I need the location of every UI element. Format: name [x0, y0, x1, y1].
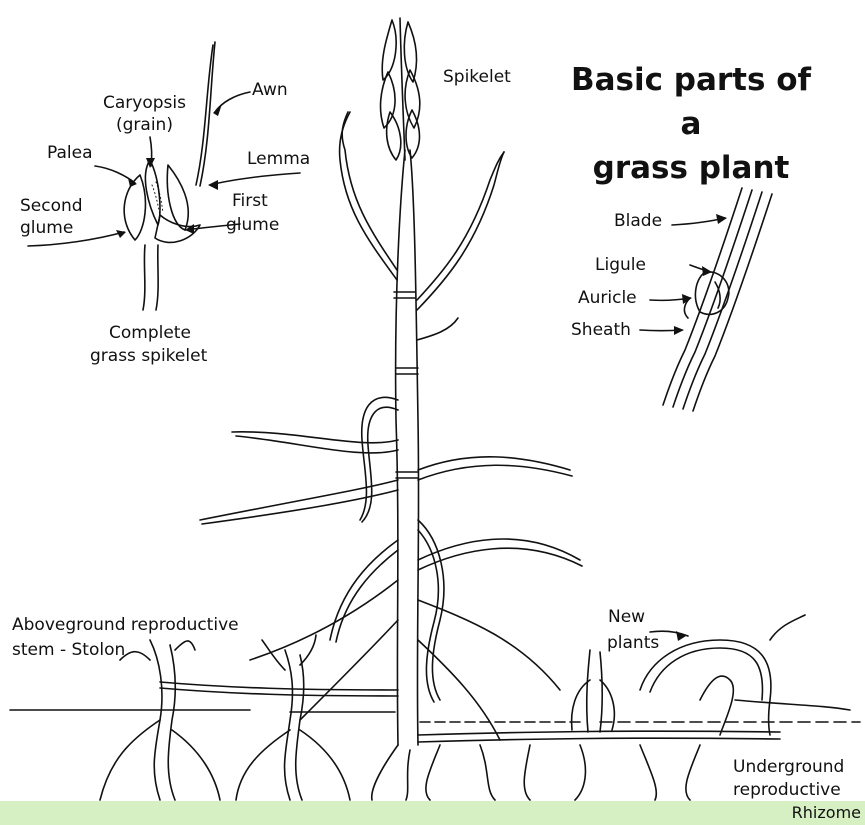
- label-new-plants-line1: New: [608, 607, 645, 628]
- label-complete-spikelet-line2: grass spikelet: [90, 346, 207, 367]
- label-rhizome-line1: Underground: [733, 757, 844, 778]
- diagram-title: Basic parts of a grass plant: [566, 58, 816, 190]
- label-stolon-line2: stem - Stolon: [12, 640, 125, 661]
- label-ligule: Ligule: [595, 255, 646, 276]
- bottom-green-bar: [0, 801, 865, 825]
- stolon-drawing: [100, 635, 398, 800]
- label-first-glume-line1: First: [232, 191, 268, 212]
- label-caryopsis-line2: (grain): [116, 115, 173, 136]
- label-spikelet: Spikelet: [443, 67, 511, 88]
- label-awn: Awn: [252, 80, 288, 101]
- label-palea: Palea: [47, 143, 93, 164]
- label-auricle: Auricle: [578, 288, 637, 309]
- title-line-1: Basic parts of a: [566, 58, 816, 146]
- label-stolon-line1: Aboveground reproductive: [12, 615, 239, 636]
- label-sheath: Sheath: [571, 320, 631, 341]
- label-new-plants-line2: plants: [607, 633, 659, 654]
- inflorescence-drawing: [381, 18, 420, 160]
- title-line-2: grass plant: [566, 146, 816, 190]
- label-lemma: Lemma: [247, 149, 310, 170]
- main-stem-drawing: [394, 150, 419, 745]
- label-first-glume-line2: glume: [226, 215, 279, 236]
- label-rhizome-line2: reproductive: [733, 780, 841, 801]
- ground-line-drawing: [10, 710, 860, 722]
- label-caryopsis-line1: Caryopsis: [103, 93, 186, 114]
- label-blade: Blade: [614, 211, 662, 232]
- label-second-glume-line2: glume: [20, 218, 73, 239]
- label-complete-spikelet-line1: Complete: [109, 323, 191, 344]
- label-rhizome-line3: Rhizome: [792, 803, 861, 823]
- label-second-glume-line1: Second: [20, 196, 83, 217]
